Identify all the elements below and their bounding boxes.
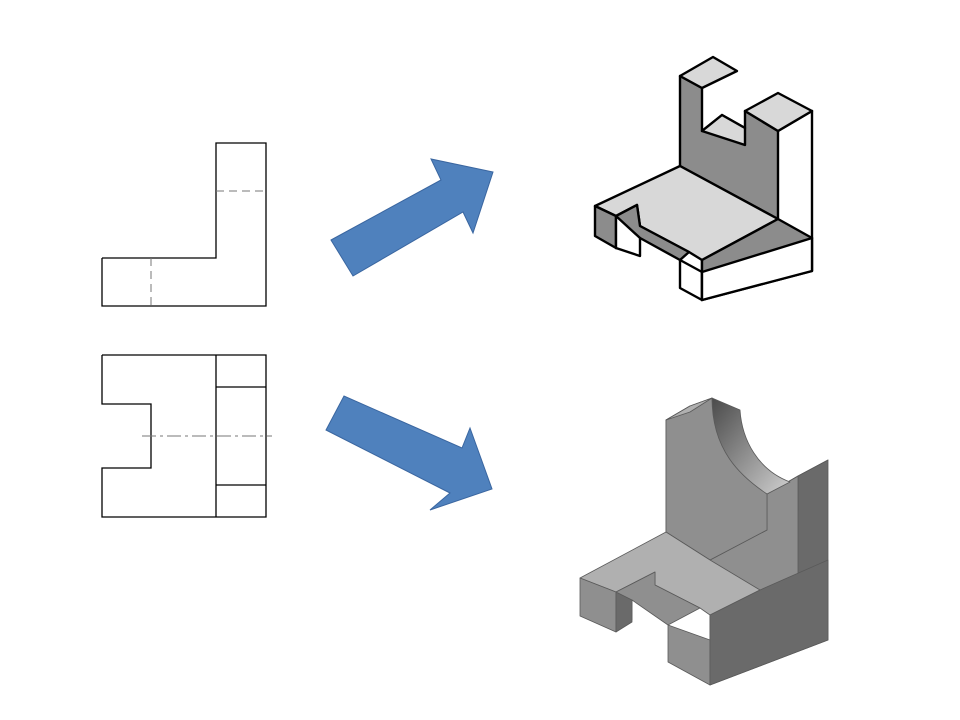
front-view-orthographic xyxy=(101,142,267,307)
front-view-outline xyxy=(101,142,267,307)
top-view-orthographic xyxy=(101,354,272,518)
shaded-base-front-face xyxy=(709,559,829,686)
top-view-outline xyxy=(101,354,267,518)
base-left-block-side xyxy=(614,214,642,258)
arrow-up-right xyxy=(330,158,494,277)
shaded-left-block-side xyxy=(615,591,633,633)
isometric-line-drawing xyxy=(593,55,814,302)
shaded-wall-top-left xyxy=(665,397,713,421)
shaded-semicircular-cut xyxy=(711,397,791,495)
wall-top-cap-right xyxy=(743,91,814,133)
wall-slot-floor xyxy=(700,113,747,147)
wall-top-cap-left xyxy=(678,55,739,90)
base-front-face-lower xyxy=(700,236,814,302)
shaded-base-right-block-end xyxy=(667,624,711,686)
arrow-down-right xyxy=(325,395,493,511)
isometric-shaded-model xyxy=(579,397,829,686)
base-right-block-side xyxy=(678,258,704,302)
